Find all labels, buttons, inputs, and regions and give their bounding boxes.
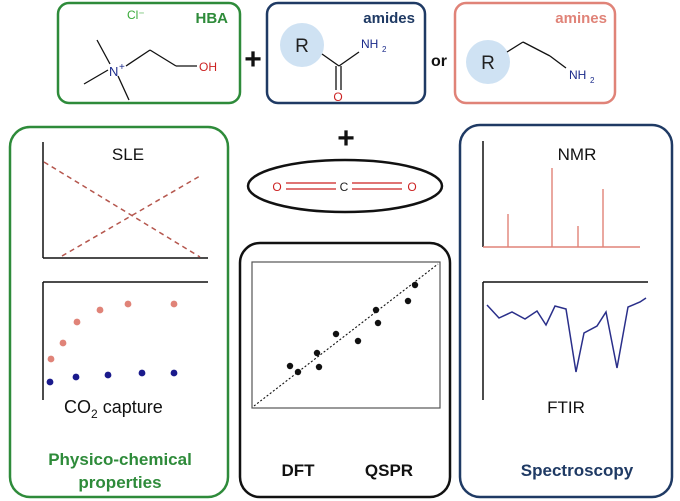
capture-point [59,339,67,347]
hydroxyl-label: OH [199,60,217,74]
amide-nh-subscript: 2 [382,45,387,54]
parity-point [332,330,340,338]
plus-sign-top: + [244,43,262,76]
amide-r-label: R [295,36,309,57]
capture-point [170,300,178,308]
hba-box [56,1,242,105]
modelling-panel: DFT QSPR [238,241,452,499]
co2-capture-label: CO2 capture [64,397,163,421]
amide-skeleton [321,51,360,90]
capture-point [170,369,178,377]
physico-chemical-panel: SLE CO2 capture Physico-chemical propert… [8,125,230,499]
parity-point [374,319,382,327]
plus-sign-middle: + [337,122,355,155]
physico-title-line1: Physico-chemical [48,450,192,469]
co2-right-oxygen: O [407,180,416,194]
amines-title: amines [555,10,607,27]
amines-panel: amines R NH 2 [453,1,617,105]
capture-point [104,371,112,379]
capture-point [138,369,146,377]
parity-points [286,281,419,376]
ftir-spectrum: FTIR [482,281,648,417]
parity-point [354,337,362,345]
parity-point [372,306,380,314]
amide-nh-label: NH [361,37,378,51]
ftir-trace [486,297,647,373]
chloride-ion: Cl⁻ [127,8,145,22]
co2-left-oxygen: O [272,180,281,194]
parity-point [313,349,321,357]
amine-nh-subscript: 2 [590,76,595,85]
ftir-label: FTIR [547,398,585,417]
physico-chemical-box [8,125,230,499]
amide-r-group-circle [280,23,324,67]
dft-label: DFT [281,461,315,480]
capture-point [72,373,80,381]
or-label: or [431,53,447,70]
nmr-spectrum: NMR [482,141,640,248]
hba-title: HBA [196,10,229,27]
spectroscopy-title: Spectroscopy [521,461,634,480]
capture-point [73,318,81,326]
qspr-label: QSPR [365,461,413,480]
co2-carbon: C [340,180,349,194]
capture-point [96,306,104,314]
amine-r-group-circle [466,40,510,84]
parity-point [411,281,419,289]
sle-liquidus-left [43,161,201,258]
choline-skeleton [83,39,197,101]
sle-plot: SLE [42,142,208,259]
amine-r-label: R [481,53,495,74]
sle-label: SLE [112,145,144,164]
co2-ellipse [246,158,444,214]
ammonium-charge: + [119,62,125,73]
hba-panel: HBA Cl⁻ N + OH [56,1,242,105]
parity-line [253,263,439,407]
parity-point [286,362,294,370]
capture-point [124,300,132,308]
spectroscopy-panel: NMR FTIR Spectroscopy [458,123,674,499]
parity-point [315,363,323,371]
amide-carbonyl-o: O [333,90,342,104]
amides-panel: amides R NH 2 O [265,1,427,105]
capture-point [46,378,54,386]
nmr-peaks [507,168,604,247]
capture-point [47,355,55,363]
amides-title: amides [363,10,415,27]
nmr-label: NMR [558,145,597,164]
co2-capture-plot: CO2 capture [42,281,208,421]
parity-point [294,368,302,376]
parity-point [404,297,412,305]
amine-skeleton [506,41,567,69]
co2-double-bonds [286,182,402,190]
physico-title-line2: properties [78,473,161,492]
co2-molecule: O C O [246,158,444,214]
ammonium-n-label: N [109,64,118,79]
amine-nh-label: NH [569,68,586,82]
